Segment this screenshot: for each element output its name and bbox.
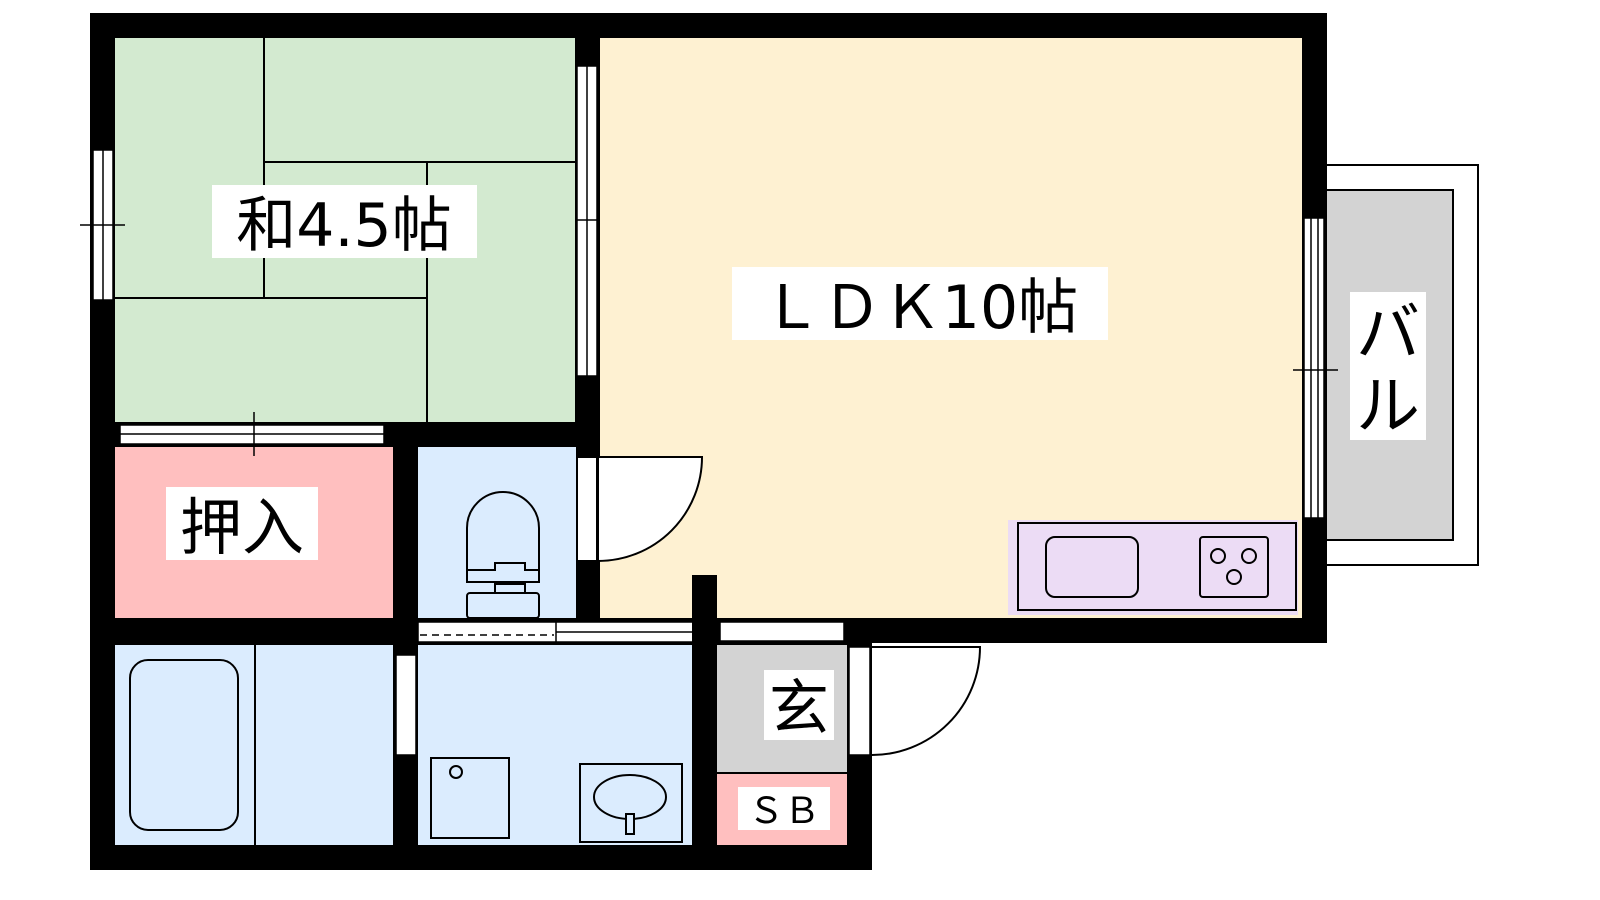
washitsu-label: 和4.5帖 <box>236 191 451 261</box>
balcony-label-bottom: ル <box>1356 370 1420 444</box>
burner-icons <box>1210 548 1257 585</box>
faucet-icon <box>625 813 635 835</box>
entrance-label: 玄 <box>769 674 829 744</box>
washing-machine-icon <box>430 757 510 839</box>
balcony-label-top: バ <box>1356 297 1420 371</box>
toilet <box>418 447 576 618</box>
washitsu-label-bg <box>212 185 477 258</box>
ldk-label-bg <box>732 267 1108 340</box>
tatami-lines <box>115 38 575 422</box>
entrance-label-bg <box>764 670 834 740</box>
kitchen-area <box>1008 520 1298 615</box>
balcony-label-bg <box>1350 292 1426 440</box>
shoe-box-label: ＳＢ <box>748 791 820 832</box>
ldk-label: ＬＤＫ10帖 <box>762 273 1078 343</box>
doors <box>576 456 982 757</box>
washroom <box>418 645 692 845</box>
shoe-box-label-bg <box>738 787 830 830</box>
sink-counter-icon <box>579 763 683 843</box>
windows <box>80 65 1338 756</box>
wall-stub <box>692 575 717 645</box>
kitchen-counter <box>1017 522 1297 611</box>
bathtub-icon <box>129 659 239 831</box>
drain-icon <box>449 765 463 779</box>
toilet-icon <box>466 491 540 619</box>
kitchen-sink-icon <box>1045 536 1139 598</box>
closet-label-bg <box>166 487 318 560</box>
closet-label: 押入 <box>180 491 304 564</box>
stove-icon <box>1199 536 1269 598</box>
